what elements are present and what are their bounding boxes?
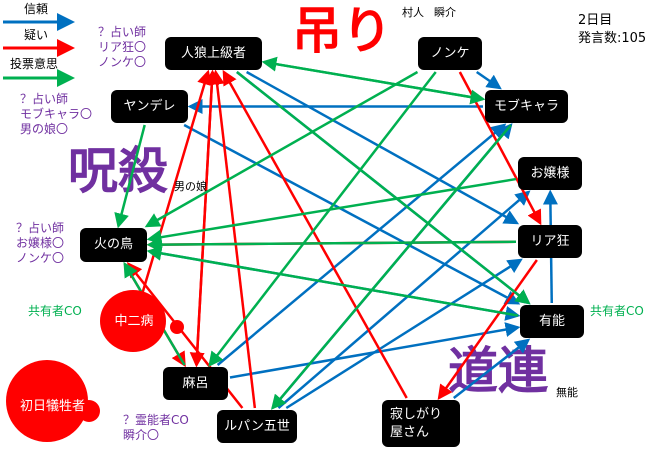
edge-doubt-sabishi-jinro [222, 69, 408, 399]
blood-splat [78, 400, 100, 422]
edge-vote-yandere-hinotori [114, 124, 146, 229]
edge-vote-nonke-maro [208, 71, 437, 367]
node-riakyo[interactable]: リア狂 [518, 225, 582, 258]
seer-claim-1: ？占い師リア狂〇ノンケ〇 [98, 25, 147, 69]
legend-vote-label: 投票意思 [10, 57, 59, 71]
sharer-claim-right: 共有者CO [590, 304, 644, 318]
node-chuni[interactable]: 中二病 [114, 313, 154, 329]
faded-shunsuke: 瞬介 [434, 6, 456, 19]
status: 2日目 発言数:105 [578, 12, 646, 48]
node-hinotori[interactable]: 火の鳥 [80, 228, 147, 262]
edge-doubt-chuni-jinro [138, 69, 212, 304]
edge-trust-maro-yuno [229, 322, 521, 379]
faded-muno: 無能 [556, 386, 578, 399]
node-yandere[interactable]: ヤンデレ [111, 90, 188, 123]
edge-trust-jinro-riakyo [246, 70, 520, 225]
blood-splat [6, 360, 88, 442]
sharer-claim-left: 共有者CO [28, 304, 82, 318]
node-ojou[interactable]: お嬢様 [518, 157, 582, 190]
post-count: 発言数:105 [578, 31, 647, 46]
day-label: 2日目 [578, 13, 613, 28]
edge-trust-maro-mob [216, 123, 507, 366]
edge-trust-sabishi-yuno [452, 338, 531, 399]
node-shonichi[interactable]: 初日犠牲者 [19, 398, 85, 414]
edge-vote-mob-jinro [261, 56, 484, 101]
edge-trust-nonke-mob [475, 70, 502, 90]
hang-stamp: 吊り [292, 2, 392, 60]
node-yuno[interactable]: 有能 [520, 305, 584, 338]
seer-claim-3: ？占い師お嬢様〇ノンケ〇 [16, 221, 65, 265]
edge-vote-ojou-hinotori [146, 177, 517, 245]
node-sabishi-line2: 屋さん [390, 424, 430, 440]
edge-vote-mob-lupin [270, 124, 512, 410]
edge-vote-yuno-hinotori [146, 245, 519, 317]
edge-doubt-lupin-jinro [209, 69, 257, 409]
curse-stamp: 呪殺 [68, 142, 168, 200]
edge-trust-lupin-ojou [277, 190, 531, 409]
node-nonke[interactable]: ノンケ [418, 37, 482, 70]
blood-splat [100, 290, 166, 352]
node-lupin[interactable]: ルパン五世 [217, 410, 297, 443]
faded-otokonoko: 男の娘 [174, 180, 207, 193]
edge-vote-nonke-hinotori [144, 70, 419, 228]
faded-villager: 村人 [402, 6, 424, 19]
node-sabishi[interactable]: 寂しがり 屋さん [382, 400, 460, 447]
blood-splat [170, 320, 184, 334]
edge-doubt-riakyo-sabishi [437, 259, 538, 401]
edge-vote-jinro-yuno [236, 71, 531, 305]
node-sabishi-line1: 寂しがり [390, 406, 443, 422]
node-mob[interactable]: モブキャラ [485, 90, 568, 123]
legend-arrows [3, 13, 75, 87]
legend-doubt-label: 疑い [24, 28, 49, 42]
legend-trust-label: 信頼 [24, 2, 49, 16]
seer-claim-2: ？占い師モブキャラ〇男の娘〇 [20, 92, 93, 136]
node-jinro[interactable]: 人狼上級者 [165, 37, 262, 70]
edge-trust-yandere-yuno [183, 123, 521, 305]
edge-doubt-jinro-maro [189, 71, 214, 368]
companion-stamp: 道連 [448, 342, 548, 400]
node-maro[interactable]: 麻呂 [163, 367, 228, 400]
edge-vote-riakyo-hinotori [146, 237, 517, 253]
